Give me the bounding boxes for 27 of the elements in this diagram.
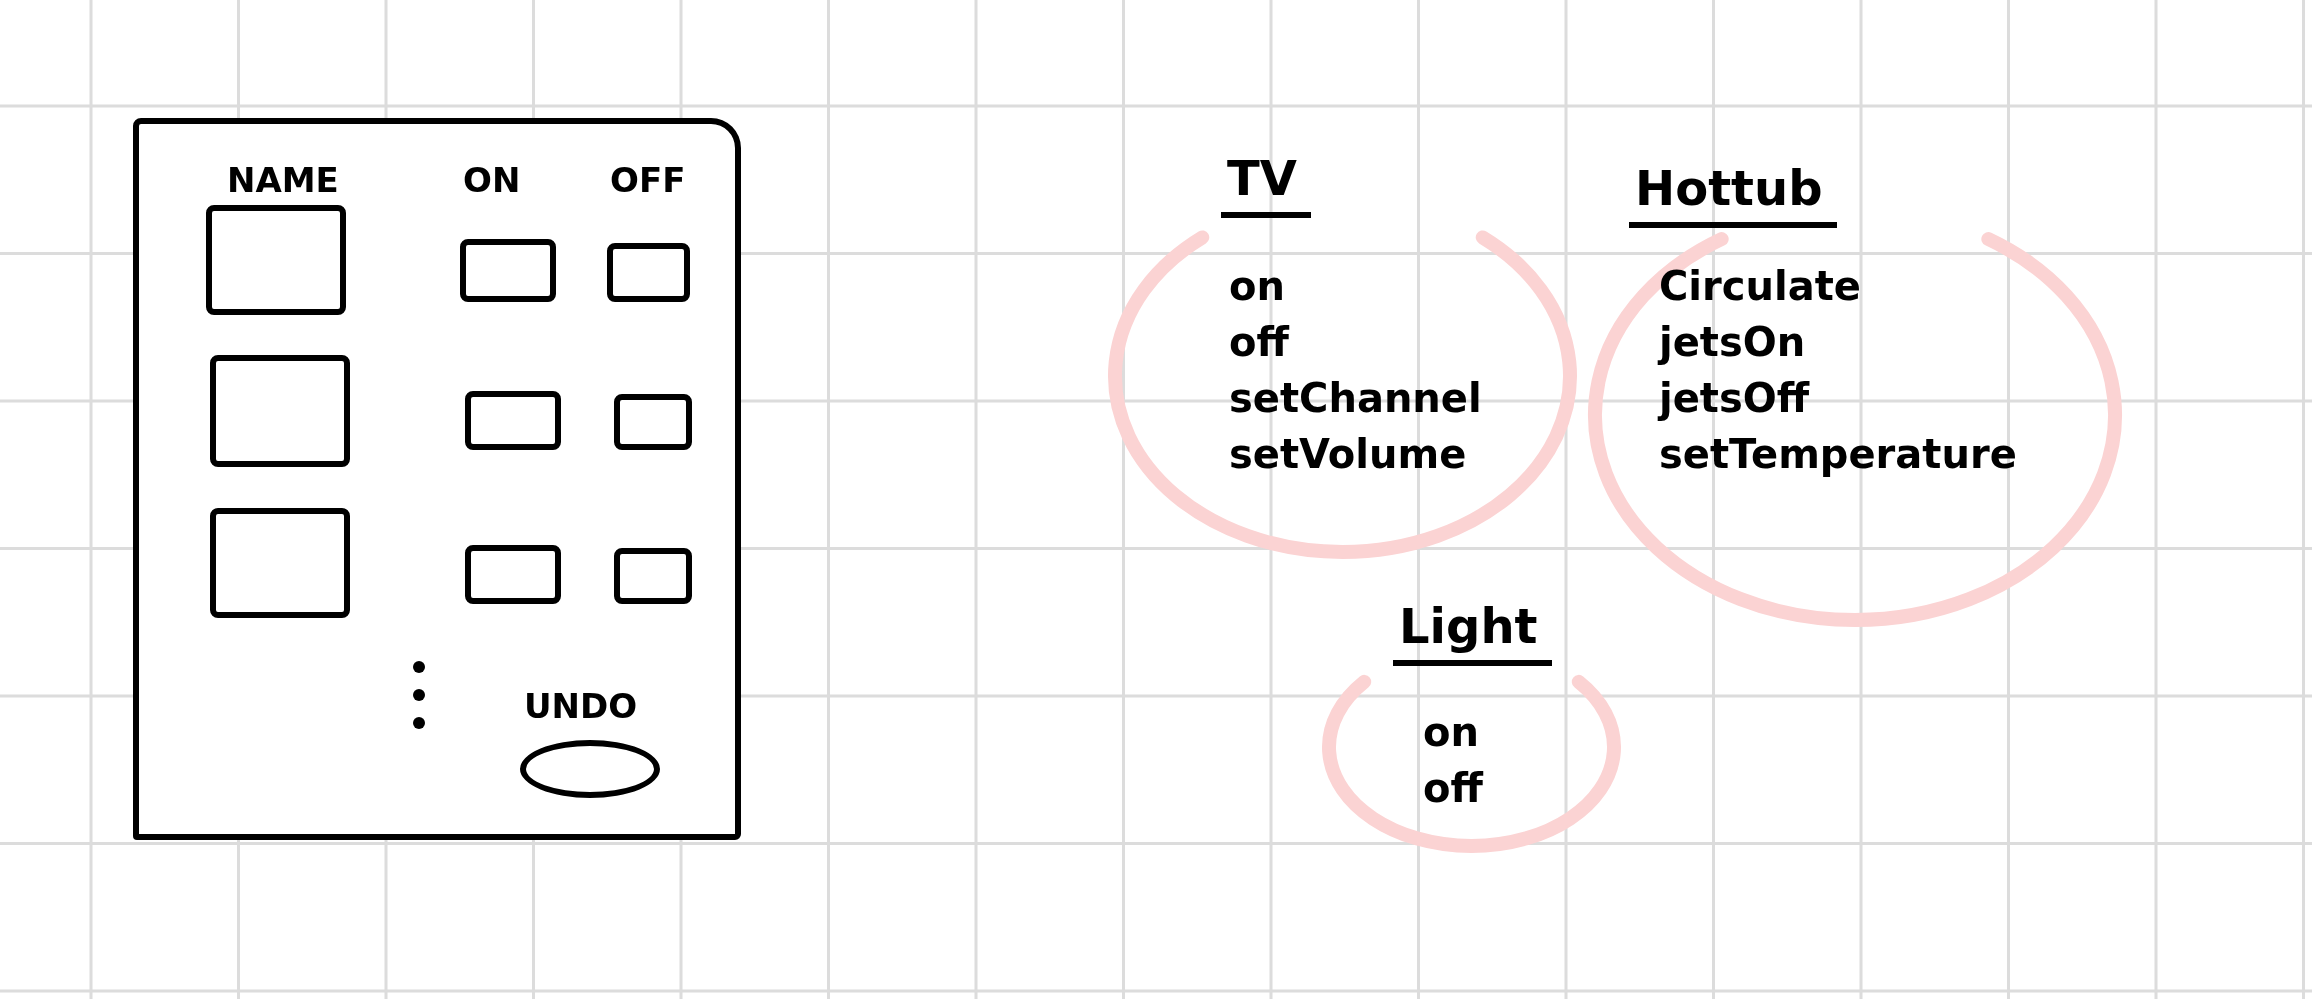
- input-box: [614, 548, 692, 604]
- column-header: ON: [463, 160, 521, 200]
- method-name: setVolume: [1229, 430, 1468, 479]
- object-title: Hottub: [1629, 160, 1837, 228]
- input-box: [210, 355, 350, 467]
- input-box: [460, 239, 556, 302]
- object-title: Light: [1393, 598, 1552, 666]
- method-name: on: [1423, 708, 1480, 757]
- input-box: [210, 508, 350, 618]
- button-label: UNDO: [524, 686, 638, 726]
- method-name: off: [1423, 764, 1483, 813]
- input-box: [206, 205, 346, 315]
- panel-frame: [133, 118, 741, 840]
- input-box: [607, 243, 690, 302]
- method-name: setTemperature: [1659, 430, 2017, 479]
- method-name: jetsOff: [1659, 374, 1811, 423]
- method-name: off: [1229, 318, 1291, 367]
- method-name: jetsOn: [1659, 318, 1807, 367]
- method-name: Circulate: [1659, 262, 1862, 311]
- column-header: OFF: [610, 160, 686, 200]
- input-box: [465, 391, 561, 450]
- method-name: setChannel: [1229, 374, 1482, 423]
- column-header: NAME: [227, 160, 339, 200]
- input-box: [614, 394, 692, 450]
- object-title: TV: [1221, 150, 1311, 218]
- method-name: on: [1229, 262, 1286, 311]
- input-box: [465, 545, 561, 604]
